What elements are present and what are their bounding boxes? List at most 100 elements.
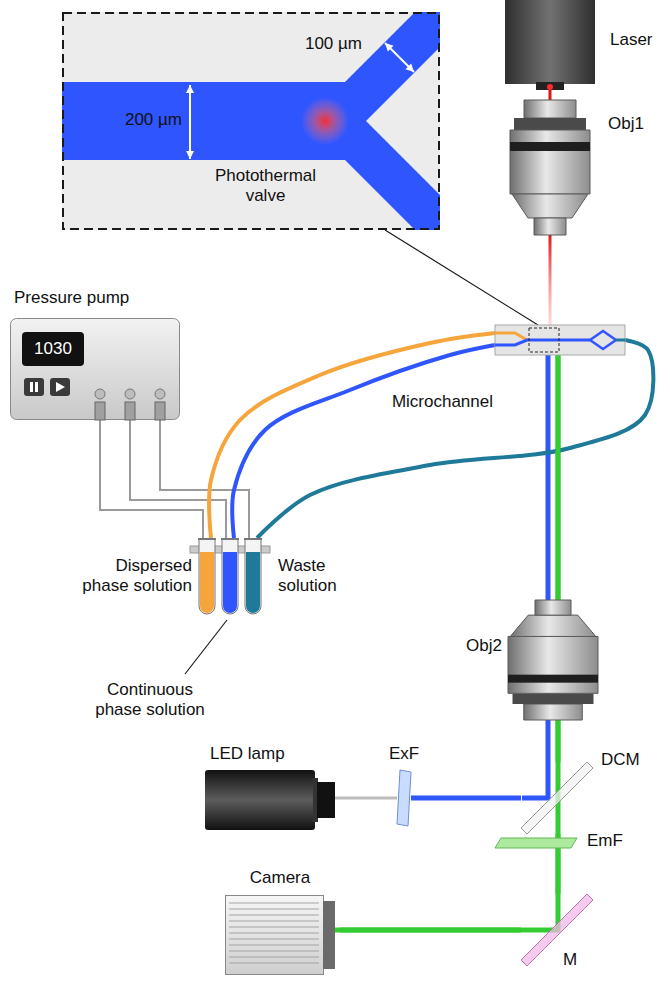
pressure-line xyxy=(100,420,203,538)
component-label: M xyxy=(563,950,577,970)
lamp-body xyxy=(205,770,315,830)
chip-inlet xyxy=(495,333,527,340)
lamp-nose xyxy=(317,782,335,818)
display-readout: 1030 xyxy=(34,339,72,359)
laser-source: Laser xyxy=(505,0,595,90)
component-label: Laser xyxy=(610,30,653,50)
objective-ring xyxy=(514,118,586,130)
objective-lens: Obj1 xyxy=(510,100,590,235)
label-holder: 200 µm xyxy=(125,110,182,130)
tube-liquid xyxy=(246,552,260,613)
mirror-plate xyxy=(521,762,593,834)
sample-tube: Dispersed phase solution xyxy=(198,538,216,615)
camera-fin xyxy=(229,921,319,922)
zoom-marker xyxy=(529,328,559,352)
component-label: Microchannel xyxy=(392,392,493,412)
laser-body xyxy=(505,0,595,84)
channel-inset: 200 µm100 µmPhotothermal valve xyxy=(62,12,440,230)
component-label: Pressure pump xyxy=(14,288,129,308)
sample-tube-art xyxy=(244,538,262,615)
label-holder: Microchannel xyxy=(392,392,493,412)
pressure-port xyxy=(155,389,165,399)
label-holder: Photothermal valve xyxy=(203,166,328,205)
objective-lens-art xyxy=(508,600,598,720)
pressure-port xyxy=(95,389,105,399)
component-label: LED lamp xyxy=(210,744,285,764)
excitation-beam xyxy=(411,796,521,801)
objective-taper xyxy=(512,194,588,218)
emission-beam xyxy=(556,848,561,894)
sample-tube: Continuous phase solution xyxy=(221,538,239,615)
chip-body xyxy=(495,325,625,355)
tube-glass xyxy=(245,538,261,614)
dimension-line xyxy=(385,43,414,72)
objective-mount xyxy=(524,100,576,118)
tubing xyxy=(232,345,495,538)
component-label: ExF xyxy=(389,744,419,764)
pause-button xyxy=(24,378,44,396)
led-lamp-art xyxy=(205,770,335,830)
excitation-beam xyxy=(522,355,548,798)
objective-lens-art xyxy=(510,100,590,235)
emission-filter-art xyxy=(495,838,577,848)
camera-fin xyxy=(229,933,319,934)
mirror-plate xyxy=(521,894,593,966)
component-label: Camera xyxy=(250,868,310,888)
objective-band xyxy=(508,675,598,683)
pump-display xyxy=(22,332,84,366)
chip-channel xyxy=(495,340,590,345)
filter-plate xyxy=(397,770,411,826)
objective-art xyxy=(508,600,598,720)
label-holder: Obj1 xyxy=(608,114,644,134)
tube-rim xyxy=(198,538,216,540)
tube-glass xyxy=(199,538,215,614)
dimension-arrow-head xyxy=(186,151,194,159)
camera-fin xyxy=(229,909,319,910)
label-holder: 1030 xyxy=(34,339,72,359)
component-label: Continuous phase solution xyxy=(90,680,210,719)
dimension-arrow-head xyxy=(406,64,414,72)
sample-tube: Waste solution xyxy=(244,538,262,615)
camera-body xyxy=(226,896,324,975)
dichroic-mirror: DCM xyxy=(521,762,593,834)
objective-tip xyxy=(535,600,571,615)
camera-fin xyxy=(229,957,319,958)
tubing xyxy=(209,333,495,538)
label-holder: ExF xyxy=(389,744,419,764)
zoom-leader xyxy=(385,230,538,325)
pause-bar xyxy=(35,382,38,392)
label-holder: Laser xyxy=(610,30,653,50)
component-label: Obj2 xyxy=(466,636,502,656)
play-button xyxy=(50,378,70,396)
pump-body xyxy=(11,319,180,420)
laser-beam xyxy=(549,235,552,325)
pressure-pump-art xyxy=(10,318,180,420)
label-holder: LED lamp xyxy=(210,744,285,764)
objective-tip xyxy=(534,218,566,235)
objective-taper xyxy=(510,615,596,636)
component-label: Obj1 xyxy=(608,114,644,134)
sample-tube-art xyxy=(221,538,239,615)
inset-ground xyxy=(62,12,440,230)
camera-fin xyxy=(229,951,319,952)
camera-fin xyxy=(229,927,319,928)
label-holder: Pressure pump xyxy=(14,288,129,308)
dimension-arrow-head xyxy=(186,85,194,93)
led-lamp: LED lamp xyxy=(205,770,335,830)
component-label: EmF xyxy=(587,831,623,851)
label-holder: Waste solution xyxy=(278,556,350,595)
emission-beam xyxy=(556,720,561,762)
callout-label: Photothermal valve xyxy=(203,166,328,205)
pressure-pump: Pressure pump1030 xyxy=(10,318,180,420)
dichroic-mirror-art xyxy=(521,762,593,834)
pressure-outlet xyxy=(155,402,165,420)
emission-beam xyxy=(556,834,561,838)
laser-source-art xyxy=(505,0,595,90)
objective-ring xyxy=(513,693,594,704)
camera-fin xyxy=(229,903,319,904)
camera-fin xyxy=(229,939,319,940)
component-label: Waste solution xyxy=(278,556,350,595)
dimension-label: 200 µm xyxy=(125,110,182,130)
